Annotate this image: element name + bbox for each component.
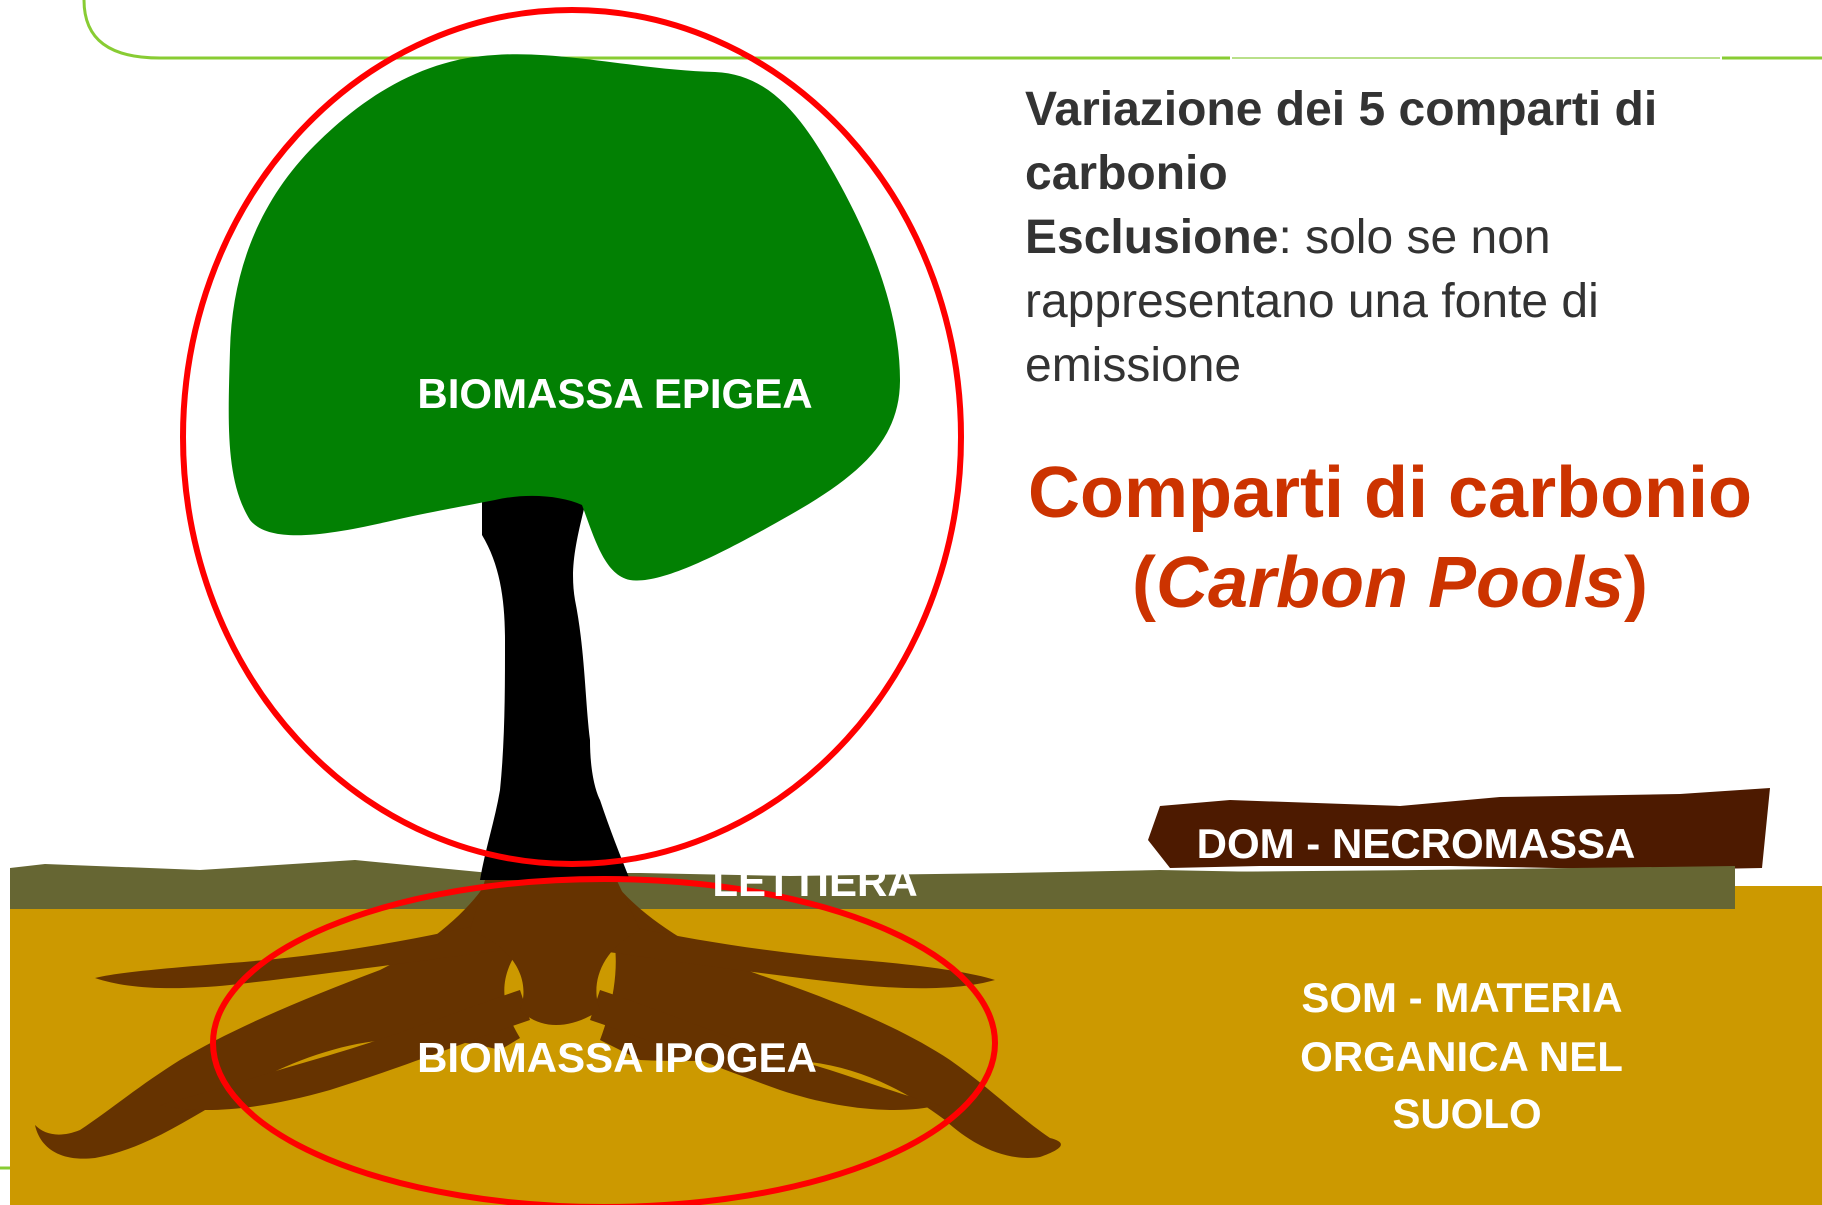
slide-frame <box>0 0 1822 1170</box>
dead-wood-log <box>1148 788 1770 870</box>
below-ground-highlight-ring <box>210 876 998 1205</box>
roots <box>35 870 1061 1159</box>
title-close-paren: ) <box>1624 543 1648 623</box>
tree-trunk <box>480 477 630 880</box>
title-open-paren: ( <box>1131 543 1156 623</box>
carbon-pools-title: Comparti di carbonio (Carbon Pools) <box>990 448 1790 628</box>
soil-label-line-1: SOM - MATERIA <box>1301 974 1622 1021</box>
below-ground-biomass-label: BIOMASSA IPOGEA <box>417 1034 817 1081</box>
soil-organic-matter-label: SOM - MATERIA ORGANICA NEL SUOLO <box>1300 974 1634 1137</box>
exclusion-term: Esclusione <box>1025 211 1279 264</box>
litter-label: LETTIERA <box>712 858 917 905</box>
dead-wood-label: DOM - NECROMASSA <box>1197 820 1636 867</box>
tree-canopy <box>228 54 900 581</box>
title-main: Comparti di carbonio <box>1027 453 1753 533</box>
info-text-block: Variazione dei 5 comparti di carbonio Es… <box>1025 78 1785 398</box>
variation-heading: Variazione dei 5 comparti di carbonio <box>1025 83 1658 200</box>
title-carbon-pools: Carbon Pools <box>1155 543 1625 623</box>
above-ground-biomass-label: BIOMASSA EPIGEA <box>417 370 812 417</box>
above-ground-highlight-ring <box>180 7 964 867</box>
soil-label-line-2: ORGANICA NEL <box>1300 1033 1622 1080</box>
exclusion-text: : solo se non rappresentano una fonte di… <box>1025 211 1599 392</box>
litter-over-log <box>1000 866 1735 909</box>
soil-label-line-3: SUOLO <box>1392 1090 1541 1137</box>
